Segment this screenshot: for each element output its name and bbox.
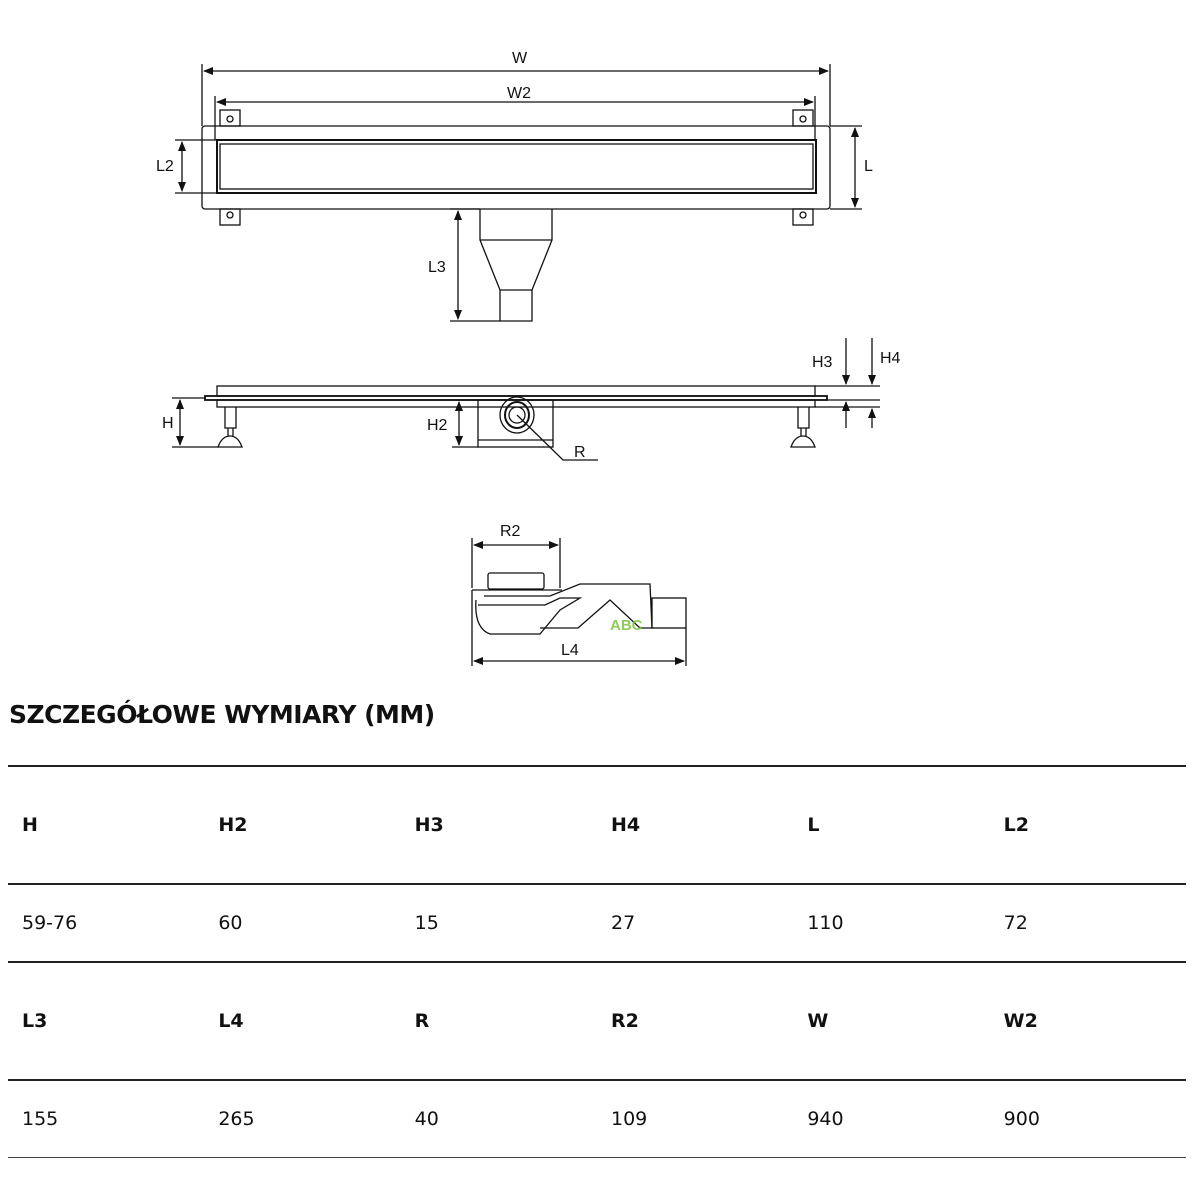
value-cell: 72 xyxy=(989,883,1186,962)
value-cell: 900 xyxy=(989,1079,1186,1158)
dim-label-h4: H4 xyxy=(880,350,901,367)
header-cell: L2 xyxy=(989,765,1186,884)
table-header-row: H H2 H3 H4 L L2 xyxy=(8,765,1186,884)
value-cell: 15 xyxy=(400,883,597,962)
table-row: 59-76 60 15 27 110 72 xyxy=(8,883,1186,962)
header-cell: L xyxy=(793,765,990,884)
dimensions-table: H H2 H3 H4 L L2 59-76 60 15 27 110 72 L3… xyxy=(8,765,1186,1158)
dim-label-h: H xyxy=(162,415,174,432)
header-cell: H xyxy=(8,765,205,884)
value-cell: 27 xyxy=(596,883,794,962)
top-view xyxy=(175,64,862,322)
value-cell: 40 xyxy=(400,1079,597,1158)
value-cell: 60 xyxy=(204,883,401,962)
header-cell: L3 xyxy=(8,961,205,1080)
value-cell: 109 xyxy=(596,1079,794,1158)
dim-label-l4: L4 xyxy=(561,642,579,659)
value-cell: 110 xyxy=(793,883,990,962)
section-title: SZCZEGÓŁOWE WYMIARY (MM) xyxy=(9,700,435,729)
dim-label-h2: H2 xyxy=(427,417,448,434)
value-cell: 59-76 xyxy=(8,883,205,962)
mounting-tabs xyxy=(219,109,814,226)
dim-label-r: R xyxy=(574,444,586,461)
dim-label-l3: L3 xyxy=(428,259,446,276)
dim-label-w2: W2 xyxy=(507,85,531,102)
dim-label-h3: H3 xyxy=(812,354,833,371)
side-view xyxy=(172,338,880,461)
header-cell: R xyxy=(400,961,597,1080)
technical-drawing: W W2 L2 L L3 H H2 H3 H4 R R2 L4 ABC xyxy=(156,50,901,666)
value-cell: 155 xyxy=(8,1079,205,1158)
table-header-row: L3 L4 R R2 W W2 xyxy=(8,961,1186,1080)
header-cell: H4 xyxy=(596,765,794,884)
header-cell: W2 xyxy=(989,961,1186,1080)
header-cell: W xyxy=(793,961,990,1080)
table-row: 155 265 40 109 940 900 xyxy=(8,1079,1186,1158)
trap-view xyxy=(471,538,687,666)
dim-label-r2: R2 xyxy=(500,523,521,540)
header-cell: H2 xyxy=(204,765,401,884)
dim-label-w: W xyxy=(512,50,528,67)
watermark: ABC xyxy=(610,617,643,634)
value-cell: 265 xyxy=(204,1079,401,1158)
header-cell: R2 xyxy=(596,961,794,1080)
header-cell: L4 xyxy=(204,961,401,1080)
value-cell: 940 xyxy=(793,1079,990,1158)
dim-label-l2: L2 xyxy=(156,158,174,175)
header-cell: H3 xyxy=(400,765,597,884)
dim-label-l: L xyxy=(864,158,873,175)
